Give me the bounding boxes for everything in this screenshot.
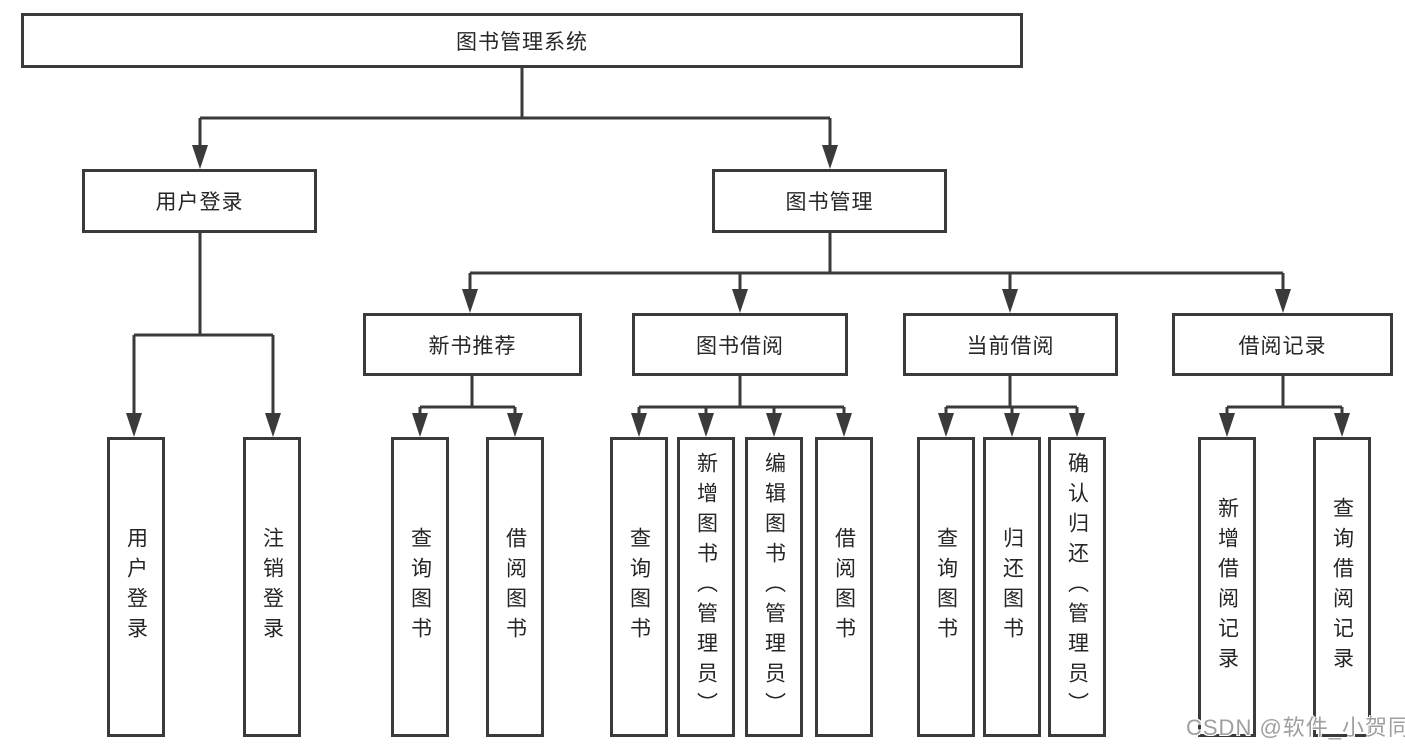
node-user-login-label: 用户登录	[155, 191, 244, 214]
arrowhead	[1069, 413, 1085, 437]
leaf-confirm-return-admin: 确认归还（管理员）	[1048, 437, 1106, 737]
leaf-borrow-books: 借阅图书	[815, 437, 873, 737]
node-book-borrow-label: 图书借阅	[696, 334, 784, 358]
connector-new-book	[418, 376, 517, 418]
node-book-borrow: 图书借阅	[632, 313, 848, 376]
arrowhead	[462, 289, 478, 313]
arrowhead	[766, 413, 782, 437]
arrowhead	[507, 413, 523, 437]
leaf-edit-books-admin: 编辑图书（管理员）	[745, 437, 803, 737]
connector-root	[198, 68, 832, 150]
node-book-management-label: 图书管理	[785, 191, 874, 214]
leaf-borrow-books-recommend-label: 借阅图书	[503, 527, 527, 647]
leaf-user-login-label: 用户登录	[124, 527, 148, 647]
leaf-confirm-return-admin-label: 确认归还（管理员）	[1065, 452, 1089, 722]
arrowhead	[732, 289, 748, 313]
node-new-book-recommend: 新书推荐	[363, 313, 582, 376]
connector-book-borrow	[637, 376, 846, 418]
arrowhead	[938, 413, 954, 437]
leaf-edit-books-admin-label: 编辑图书（管理员）	[762, 452, 786, 722]
node-new-book-recommend-label: 新书推荐	[428, 334, 517, 358]
arrowhead	[1002, 289, 1018, 313]
arrowhead	[1334, 413, 1350, 437]
node-book-management: 图书管理	[712, 169, 947, 233]
leaf-return-books-label: 归还图书	[1000, 527, 1024, 647]
leaf-query-books-recommend: 查询图书	[391, 437, 449, 737]
arrowhead	[836, 413, 852, 437]
arrowhead	[1004, 413, 1020, 437]
arrowhead	[631, 413, 647, 437]
leaf-borrow-books-label: 借阅图书	[832, 527, 856, 647]
arrowhead	[698, 413, 714, 437]
node-user-login: 用户登录	[82, 169, 317, 233]
leaf-query-books-current: 查询图书	[917, 437, 975, 737]
watermark: CSDN @软件_小贺同学	[1186, 715, 1405, 740]
connector-user-login	[132, 233, 275, 418]
node-current-borrow: 当前借阅	[903, 313, 1118, 376]
arrowhead	[126, 413, 142, 437]
leaf-logout: 注销登录	[243, 437, 301, 737]
leaf-query-books-borrow: 查询图书	[610, 437, 668, 737]
leaf-add-books-admin-label: 新增图书（管理员）	[694, 452, 718, 722]
leaf-return-books: 归还图书	[983, 437, 1041, 737]
arrowhead	[822, 145, 838, 169]
leaf-add-borrow-record: 新增借阅记录	[1198, 437, 1256, 737]
leaf-query-borrow-record: 查询借阅记录	[1313, 437, 1371, 737]
leaf-user-login: 用户登录	[107, 437, 165, 737]
leaf-add-books-admin: 新增图书（管理员）	[677, 437, 735, 737]
arrowhead	[412, 413, 428, 437]
arrowhead	[192, 145, 208, 169]
node-root-label: 图书管理系统	[456, 30, 588, 54]
node-borrow-records-label: 借阅记录	[1238, 334, 1327, 358]
leaf-logout-label: 注销登录	[260, 527, 284, 647]
node-current-borrow-label: 当前借阅	[966, 334, 1055, 358]
arrowhead	[1219, 413, 1235, 437]
leaf-add-borrow-record-label: 新增借阅记录	[1215, 497, 1239, 677]
connector-current-borrow	[944, 376, 1079, 418]
leaf-query-borrow-record-label: 查询借阅记录	[1330, 497, 1354, 677]
leaf-query-books-current-label: 查询图书	[934, 527, 958, 647]
leaf-query-books-recommend-label: 查询图书	[408, 527, 432, 647]
leaf-borrow-books-recommend: 借阅图书	[486, 437, 544, 737]
node-borrow-records: 借阅记录	[1172, 313, 1393, 376]
arrowhead	[265, 413, 281, 437]
leaf-query-books-borrow-label: 查询图书	[627, 527, 651, 647]
arrowhead	[1275, 289, 1291, 313]
node-root: 图书管理系统	[21, 13, 1023, 68]
connector-book-management	[468, 233, 1285, 294]
connector-borrow-records	[1225, 376, 1344, 418]
